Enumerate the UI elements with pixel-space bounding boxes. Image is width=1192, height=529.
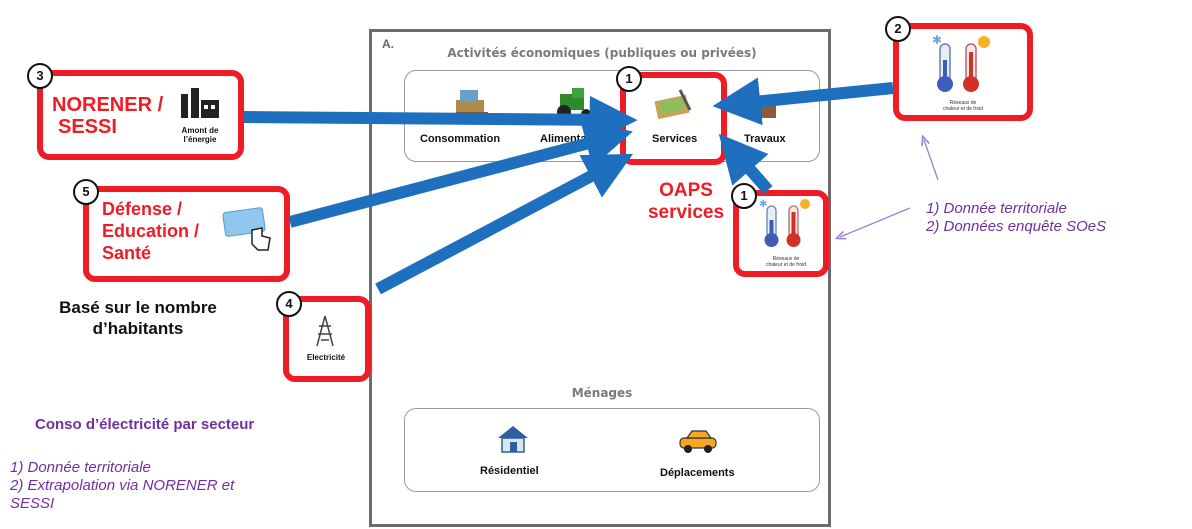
consommation-label: Consommation <box>420 133 501 145</box>
arrow-reseau-right-to-services <box>718 133 773 194</box>
conso-electricite-title: Conso d’électricité par secteur <box>35 416 255 433</box>
norener-title-line1: NORENER / <box>52 94 164 116</box>
car-icon <box>679 430 717 453</box>
norener-title: NORENER / SESSI <box>52 94 163 138</box>
defense-education-sante-label: Défense / Education / Santé <box>102 198 199 264</box>
norener-caption-line2: l’énergie <box>183 135 217 144</box>
house-icon <box>498 426 528 453</box>
norener-caption: Amont de l’énergie <box>170 126 230 144</box>
norener-number-badge: 3 <box>27 63 53 89</box>
habitants-note-line2: d’habitants <box>92 319 184 338</box>
electricite-number-badge: 4 <box>276 291 302 317</box>
thermometers-small-icon: ✱ <box>759 199 810 247</box>
defense-line1: Défense / <box>102 199 183 219</box>
reseau-top-caption: Réseaux de chaleur et de froid <box>928 100 998 112</box>
defense-line2: Education / <box>102 221 200 241</box>
oaps-line1: OAPS <box>659 180 713 201</box>
svg-text:✱: ✱ <box>932 33 942 47</box>
reseau-top-caption-line2: chaleur et de froid <box>942 106 984 112</box>
right-note-item1: 1) Donnée territoriale <box>926 200 1067 217</box>
panel-letter: A. <box>382 37 394 51</box>
pointer-to-reseau-right <box>840 207 911 237</box>
activities-title: Activités économiques (publiques ou priv… <box>447 46 757 60</box>
reseau-right-caption-line1: Réseaux de <box>772 256 800 262</box>
defense-line3: Santé <box>102 243 152 263</box>
bottom-note-item2-line2: SESSI <box>10 495 55 512</box>
habitants-note-line1: Basé sur le nombre <box>59 298 217 317</box>
right-note-item2: 2) Données enquête SOeS <box>926 218 1107 235</box>
card-hand-icon <box>222 207 271 251</box>
bottom-note-item2-line1: 2) Extrapolation via NORENER et <box>10 477 235 494</box>
deplacements-label: Déplacements <box>660 467 735 479</box>
reseau-right-caption: Réseaux de chaleur et de froid <box>752 256 820 268</box>
services-label: Services <box>652 133 698 145</box>
arrow-electricite-to-services <box>375 153 634 295</box>
factory-icon <box>181 88 219 118</box>
reseau-top-number-badge: 2 <box>885 16 911 42</box>
menages-title: Ménages <box>571 386 633 400</box>
services-number-badge: 1 <box>616 66 642 92</box>
norener-title-line2: SESSI <box>58 116 117 138</box>
services-icon <box>654 89 692 120</box>
arrow-norener-to-services <box>243 95 638 144</box>
pylon-icon <box>316 315 334 347</box>
oaps-line2: services <box>647 202 725 223</box>
oaps-services-label: OAPS services <box>646 180 726 224</box>
habitants-note: Basé sur le nombre d’habitants <box>38 297 238 339</box>
menages-box <box>404 408 820 492</box>
reseau-chaleur-top-box[interactable] <box>893 23 1033 121</box>
reseau-top-caption-line1: Réseaux de <box>949 100 977 106</box>
arrow-reseau-top-to-services <box>712 77 894 126</box>
thermometers-icon: ✱ <box>932 33 990 92</box>
svg-text:✱: ✱ <box>759 199 767 210</box>
residentiel-label: Résidentiel <box>480 465 539 477</box>
electricite-label: Electricité <box>306 353 346 362</box>
pointer-to-reseau-top <box>924 140 939 181</box>
defense-number-badge: 5 <box>73 179 99 205</box>
norener-caption-line1: Amont de <box>181 126 219 135</box>
arrow-defense-to-services <box>288 120 633 228</box>
bottom-note-item1: 1) Donnée territoriale <box>10 459 151 476</box>
reseau-right-caption-line2: chaleur et de froid <box>765 262 807 268</box>
